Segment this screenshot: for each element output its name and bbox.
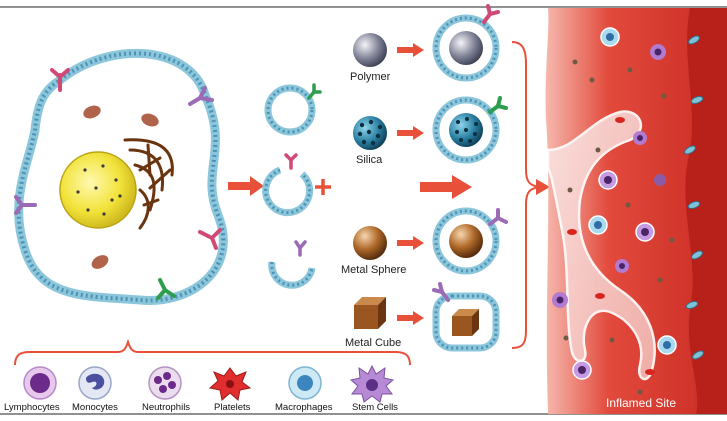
cell-label-lymphocytes: Lymphocytes — [4, 402, 60, 413]
material-label-silica: Silica — [356, 154, 383, 166]
arrow-polymer — [397, 43, 424, 57]
cell-label-neutrophils: Neutrophils — [142, 402, 191, 413]
cell-label-stem-cells: Stem Cells — [352, 402, 398, 413]
polymer-sphere-icon — [353, 33, 387, 67]
cell-label-platelets: Platelets — [214, 402, 251, 413]
receptor-pink-top — [50, 68, 70, 92]
receptor-green-bottom — [156, 278, 176, 300]
arrow-silica — [397, 126, 424, 140]
material-label-metal-sphere: Metal Sphere — [341, 264, 407, 276]
platelet-icon — [208, 367, 252, 401]
arrow-cell-to-vesicles — [228, 176, 264, 196]
silica-sphere-icon — [353, 116, 387, 150]
arrow-combine — [420, 175, 472, 199]
neutrophil-icon — [148, 366, 182, 400]
metal-sphere-icon — [353, 226, 387, 260]
plus-icon — [315, 179, 331, 195]
coated-metal-sphere — [432, 207, 508, 275]
inflamed-site-label: Inflamed Site — [606, 396, 677, 410]
bracket-arrow — [536, 179, 550, 195]
mitochondrion-1 — [83, 105, 101, 119]
mitochondrion-3 — [91, 255, 109, 269]
material-label-metal-cube: Metal Cube — [345, 337, 402, 349]
coated-silica — [432, 96, 508, 164]
nucleus-pores — [76, 164, 122, 216]
cell-label-macrophages: Macrophages — [275, 402, 333, 413]
material-label-polymer: Polymer — [350, 71, 391, 83]
mitochondrion-2 — [141, 113, 159, 127]
cell-nucleus — [59, 151, 137, 229]
cell-membrane-beads — [16, 51, 226, 303]
arrow-metal-sphere — [397, 236, 424, 250]
endoplasmic-reticulum — [123, 138, 174, 230]
group-bracket — [511, 41, 541, 349]
vesicle-intact — [264, 83, 322, 136]
lymphocyte-icon — [23, 366, 57, 400]
cell-label-monocytes: Monocytes — [72, 402, 118, 413]
coated-metal-cube — [432, 282, 500, 352]
stem-cell-icon — [349, 364, 395, 403]
vesicle-opening — [262, 153, 314, 217]
arrow-metal-cube — [397, 311, 424, 325]
macrophage-icon — [288, 366, 322, 400]
coated-polymer — [432, 4, 500, 82]
receptor-purple-right — [188, 86, 214, 106]
receptor-pink-right — [198, 228, 222, 250]
source-cell — [14, 48, 228, 305]
metal-cube-icon — [354, 297, 386, 329]
cell-source-bracket — [14, 338, 411, 366]
vesicle-fragment — [268, 240, 316, 289]
immune-cells-in-tissue — [552, 27, 677, 395]
receptor-purple-left — [14, 195, 37, 215]
monocyte-icon — [78, 366, 112, 400]
